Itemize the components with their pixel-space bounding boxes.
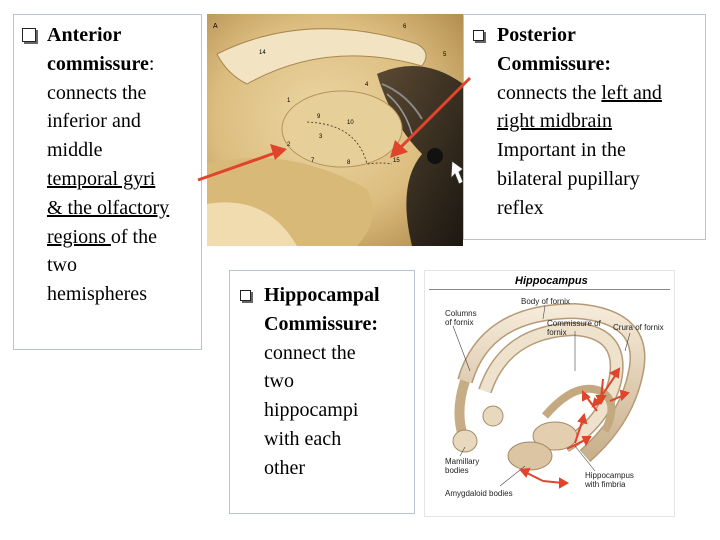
anterior-line: connects the xyxy=(47,81,147,104)
hippocampal-line: other xyxy=(264,456,306,479)
posterior-line: connects the xyxy=(497,81,602,104)
brain-sagittal-photo: 14 4 6 5 1 9 10 3 2 7 8 15 A xyxy=(207,14,463,246)
anterior-link: regions xyxy=(47,225,111,248)
anterior-line: middle xyxy=(47,139,103,162)
photo-number: 4 xyxy=(365,82,369,88)
photo-number: 1 xyxy=(287,98,291,104)
hippocampal-commissure-box xyxy=(229,270,415,514)
photo-number: A xyxy=(213,23,218,30)
label-columns-of-fornix: Columns of fornix xyxy=(445,309,477,327)
posterior-link: left and xyxy=(601,81,662,104)
label-body-of-fornix: Body of fornix xyxy=(521,297,570,306)
posterior-line: bilateral pupillary xyxy=(497,167,640,190)
photo-number: 3 xyxy=(319,134,323,140)
photo-number: 5 xyxy=(443,52,447,58)
checkbox-bullet-icon xyxy=(473,30,484,41)
anterior-link: & the olfactory xyxy=(47,196,170,219)
hippocampal-commissure-text: Hippocampal Commissure: connect the two … xyxy=(264,281,409,483)
posterior-commissure-text: Posterior Commissure: connects the left … xyxy=(497,21,707,223)
photo-number: 7 xyxy=(311,158,315,164)
label-crura-of-fornix: Crura of fornix xyxy=(613,323,664,332)
photo-number: 9 xyxy=(317,114,321,120)
posterior-commissure-box xyxy=(463,14,706,240)
hippocampal-title-2: Commissure: xyxy=(264,312,379,335)
posterior-link: right midbrain xyxy=(497,110,612,133)
hippocampal-line: two xyxy=(264,370,294,393)
photo-number: 10 xyxy=(347,120,354,126)
hippocampal-title: Hippocampal xyxy=(264,284,380,306)
photo-number: 8 xyxy=(347,160,351,166)
photo-number: 2 xyxy=(287,142,291,148)
checkbox-bullet-icon xyxy=(240,290,251,301)
diagram-title: Hippocampus xyxy=(515,275,588,287)
colon: : xyxy=(148,52,155,75)
brain-photo-illustration: 14 4 6 5 1 9 10 3 2 7 8 15 A xyxy=(207,14,463,246)
posterior-title: Posterior xyxy=(497,24,576,46)
diagram-title-rule xyxy=(429,289,670,290)
label-mamillary-bodies: Mamillary bodies xyxy=(445,457,480,475)
photo-number: 15 xyxy=(393,158,400,164)
anterior-link: temporal gyri xyxy=(47,167,156,190)
label-commissure-of-fornix: Commissure of fornix xyxy=(547,319,601,337)
anterior-line: hemispheres xyxy=(47,283,147,306)
label-hippocampus-with-fimbria: Hippocampus with fimbria xyxy=(585,471,634,489)
anterior-title: Anterior xyxy=(47,24,122,46)
anterior-commissure-box xyxy=(13,14,202,350)
hippocampus-diagram: Hippocampus xyxy=(424,270,675,517)
anterior-line: two xyxy=(47,254,77,277)
photo-number: 14 xyxy=(259,50,266,56)
hippocampal-line: connect the xyxy=(264,341,356,364)
photo-number: 6 xyxy=(403,24,407,30)
anterior-line: inferior and xyxy=(47,110,141,133)
posterior-line: reflex xyxy=(497,196,544,219)
anterior-title-2: commissure xyxy=(47,52,149,75)
fornix-illustration xyxy=(452,302,646,489)
label-amygdaloid-bodies: Amygdaloid bodies xyxy=(445,489,513,498)
posterior-title-2: Commissure: xyxy=(497,52,612,75)
hippocampal-line: with each xyxy=(264,427,342,450)
anterior-commissure-text: Anterior commissure: connects the inferi… xyxy=(47,21,207,309)
checkbox-bullet-icon xyxy=(22,28,36,42)
posterior-line: Important in the xyxy=(497,139,626,162)
hippocampal-line: hippocampi xyxy=(264,399,359,422)
anterior-line: of the xyxy=(110,225,157,248)
